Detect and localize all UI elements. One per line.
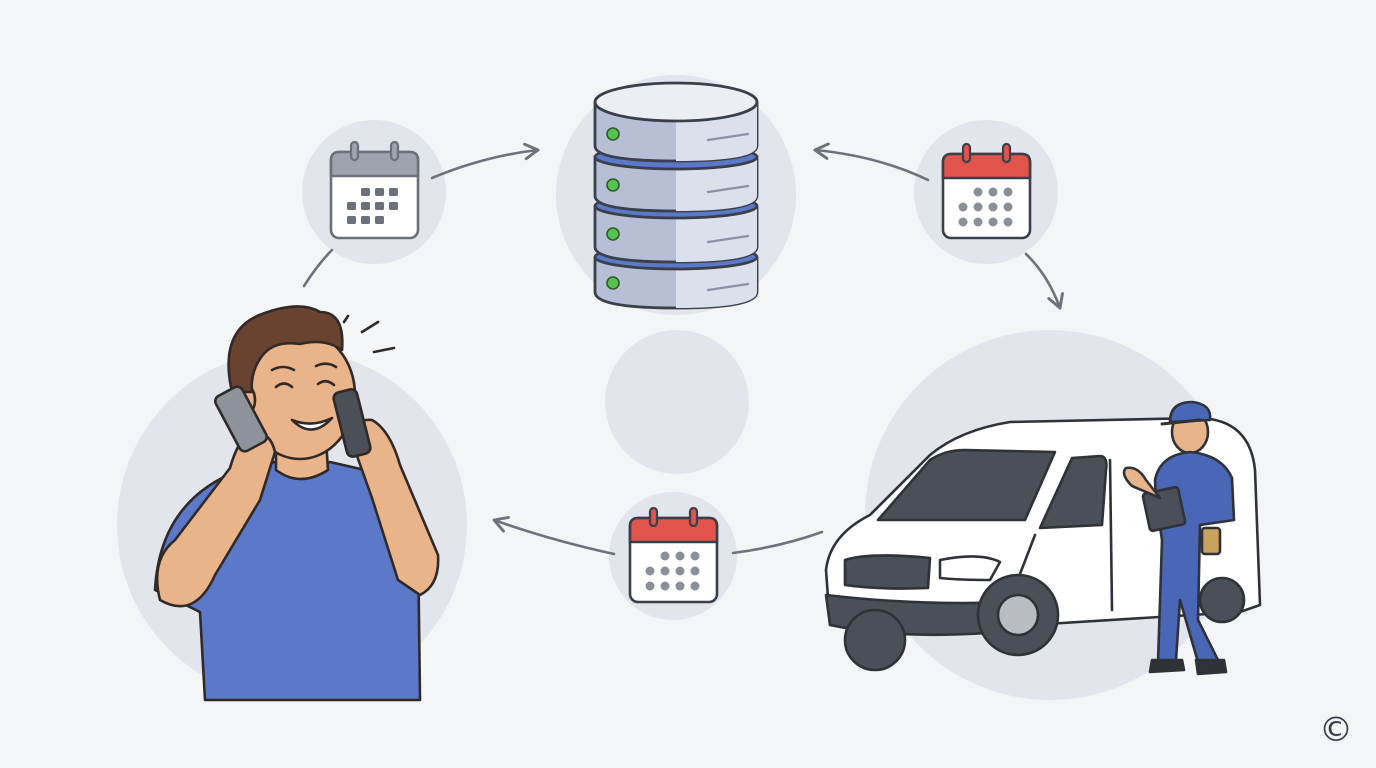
connector-arrows (302, 142, 1064, 556)
copyright-icon: © (1319, 710, 1353, 750)
line-customer-to-calendar (302, 248, 334, 288)
calendar-icon (329, 140, 420, 240)
service-van-technician-icon (824, 400, 1262, 676)
database-server-icon (593, 81, 759, 310)
person-on-phone-icon (153, 305, 440, 702)
center-circle (605, 330, 749, 474)
arrow-calendar-to-database (430, 142, 540, 180)
arrow-calendar-to-technician (1024, 252, 1064, 310)
arrow-calendar-to-database-right (813, 142, 930, 182)
arrow-calendar-to-customer (492, 515, 616, 556)
calendar-icon (941, 142, 1032, 240)
line-technician-to-calendar (731, 530, 824, 555)
calendar-icon (628, 506, 719, 604)
status-light-icon (606, 127, 620, 290)
